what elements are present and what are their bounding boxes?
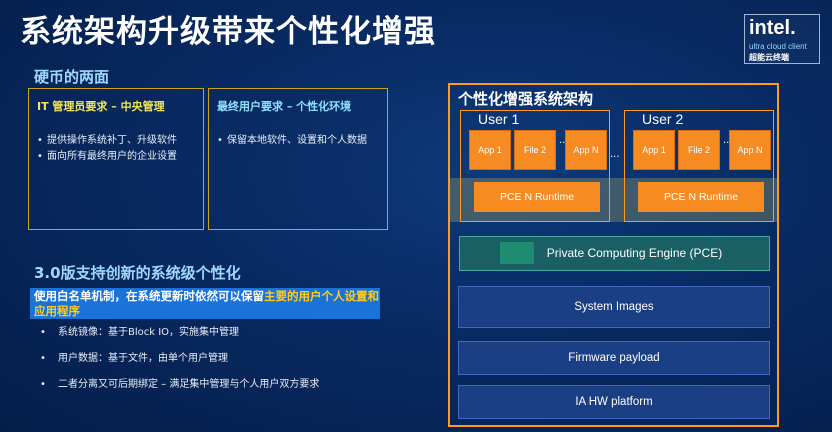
bullet-icon: • — [40, 379, 46, 390]
bullet-icon: • — [37, 135, 43, 146]
ellipsis-icon: ··· — [559, 138, 569, 149]
ellipsis-icon: ··· — [723, 138, 733, 149]
runtime-box: PCE N Runtime — [474, 182, 600, 212]
logo-cn-text: 超能云终端 — [749, 53, 789, 62]
architecture-title: 个性化增强系统架构 — [458, 90, 594, 108]
it-box-title: IT 管理员要求 – 中央管理 — [37, 100, 165, 113]
app-box: App N — [565, 130, 607, 170]
pce-chip-icon — [500, 242, 534, 264]
highlight-bar: 使用白名单机制，在系统更新时依然可以保留主要的用户个人设置和应用程序 — [30, 288, 380, 319]
slide-title: 系统架构升级带来个性化增强 — [20, 14, 436, 50]
list-item: •系统镜像：基于Block IO，实施集中管理 — [40, 327, 240, 338]
users-ellipsis-icon: ··· — [610, 152, 620, 163]
bullet-icon: • — [217, 135, 223, 146]
user-box-title: 最终用户要求 – 个性化环境 — [217, 100, 352, 113]
layer-firmware-payload: Firmware payload — [458, 341, 770, 375]
user-label: User 1 — [478, 111, 520, 127]
user-group-1: User 1 App 1 File 2 ··· App N PCE N Runt… — [460, 110, 610, 222]
list-item: •面向所有最终用户的企业设置 — [37, 149, 177, 165]
section2-heading: 3.0版支持创新的系统级个性化 — [34, 264, 241, 282]
highlight-emphasis: 主要的用户个人设置和应用程序 — [34, 289, 379, 318]
user-requirements-box: 最终用户要求 – 个性化环境 •保留本地软件、设置和个人数据 — [208, 88, 388, 230]
app-box: App 1 — [633, 130, 675, 170]
list-item: •用户数据：基于文件，由单个用户管理 — [40, 353, 228, 364]
logo-brand: intel. — [749, 17, 796, 39]
intel-logo: intel. ultra cloud client 超能云终端 — [744, 14, 820, 64]
user-group-2: User 2 App 1 File 2 ··· App N PCE N Runt… — [624, 110, 774, 222]
highlight-text: 使用白名单机制，在系统更新时依然可以保留主要的用户个人设置和应用程序 — [34, 289, 379, 318]
bullet-icon: • — [40, 327, 46, 338]
user-bullet-list: •保留本地软件、设置和个人数据 — [217, 133, 367, 149]
app-box: File 2 — [514, 130, 556, 170]
app-box: File 2 — [678, 130, 720, 170]
architecture-frame — [448, 83, 779, 427]
bullet-icon: • — [40, 353, 46, 364]
it-bullet-list: •提供操作系统补丁、升级软件 •面向所有最终用户的企业设置 — [37, 133, 177, 165]
pce-label: Private Computing Engine (PCE) — [546, 246, 723, 260]
user-label: User 2 — [642, 111, 684, 127]
list-item: •二者分离又可后期绑定 – 满足集中管理与个人用户双方要求 — [40, 379, 320, 390]
list-item: •保留本地软件、设置和个人数据 — [217, 133, 367, 149]
pce-box: Private Computing Engine (PCE) — [459, 236, 770, 271]
it-requirements-box: IT 管理员要求 – 中央管理 •提供操作系统补丁、升级软件 •面向所有最终用户… — [28, 88, 204, 230]
bullet-icon: • — [37, 151, 43, 162]
logo-subtitle: ultra cloud client — [749, 42, 807, 51]
layer-ia-hw-platform: IA HW platform — [458, 385, 770, 419]
runtime-box: PCE N Runtime — [638, 182, 764, 212]
app-box: App N — [729, 130, 771, 170]
app-box: App 1 — [469, 130, 511, 170]
list-item: •提供操作系统补丁、升级软件 — [37, 133, 177, 149]
section1-heading: 硬币的两面 — [34, 68, 110, 86]
layer-system-images: System Images — [458, 286, 770, 328]
section2-bullet-list: •系统镜像：基于Block IO，实施集中管理 •用户数据：基于文件，由单个用户… — [40, 326, 319, 404]
